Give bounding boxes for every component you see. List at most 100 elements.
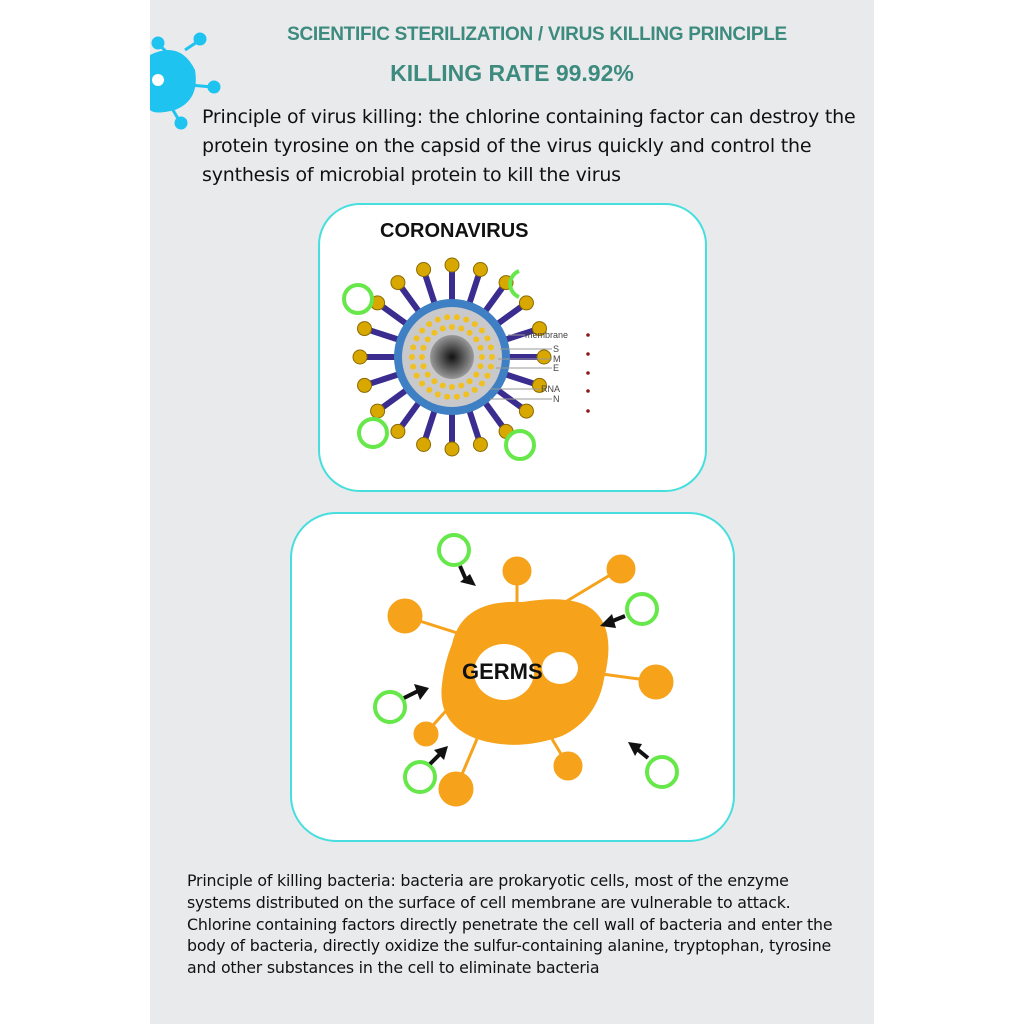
virus-rna-bead — [458, 382, 465, 389]
disinfectant-ring — [403, 760, 437, 794]
label-e: E — [553, 363, 559, 373]
virus-rna-bead — [473, 371, 480, 378]
virus-rna-bead — [453, 314, 460, 321]
virus-rna-bead — [466, 329, 473, 336]
virus-spike-head — [370, 403, 386, 419]
disinfectant-ring — [625, 592, 659, 626]
virus-rna-bead — [478, 380, 485, 387]
virus-logo-icon — [150, 32, 221, 130]
virus-spike — [503, 371, 537, 388]
bacteria-principle-text: Principle of killing bacteria: bacteria … — [187, 871, 833, 978]
germs-diagram: GERMS — [290, 512, 735, 842]
virus-spike — [397, 284, 423, 315]
virus-spike-head — [444, 441, 460, 457]
disinfectant-ring — [342, 283, 374, 315]
virus-rna-bead — [463, 391, 470, 398]
virus-rna-bead — [444, 314, 451, 321]
virus-rna-bead — [424, 371, 431, 378]
virus-spike-head — [536, 349, 552, 365]
germ-flagellum-ball — [606, 554, 636, 584]
virus-spike-head — [444, 257, 460, 273]
virus-spike — [379, 302, 410, 328]
virus-rna-bead — [419, 327, 426, 334]
virus-spike-head — [518, 403, 534, 419]
virus-spike — [481, 399, 507, 430]
disinfectant-ring — [373, 690, 407, 724]
virus-spike-head — [472, 262, 488, 278]
virus-rna-bead — [434, 316, 441, 323]
virus-rna-bead — [487, 363, 494, 370]
coronavirus-title: CORONAVIRUS — [380, 220, 529, 242]
virus-rna-bead — [419, 354, 425, 360]
virus-core — [430, 335, 474, 379]
disinfectant-ring — [437, 533, 471, 567]
label-n: N — [553, 394, 560, 404]
page-title: SCIENTIFIC STERILIZATION / VIRUS KILLING… — [287, 24, 787, 45]
virus-spike-head — [390, 275, 406, 291]
virus-rna-bead — [449, 384, 455, 390]
germs-label: GERMS — [462, 659, 543, 684]
virus-spike — [397, 399, 423, 430]
disinfectant-ring — [504, 429, 536, 461]
virus-spike-head — [352, 349, 368, 365]
virus-rna-bead — [484, 372, 491, 379]
label-m: M — [553, 354, 561, 364]
virus-rna-bead — [449, 324, 455, 330]
virus-spike-head — [357, 377, 373, 393]
virus-spike — [421, 408, 438, 442]
virus-rna-bead — [439, 382, 446, 389]
virus-spike-head — [531, 321, 547, 337]
coronavirus-illustration: CORONAVIRUS membrane S M E RNA N — [342, 220, 590, 461]
virus-spike-head — [472, 436, 488, 452]
label-membrane: membrane — [525, 330, 568, 340]
virus-rna-bead — [409, 354, 415, 360]
virus-spike — [481, 284, 507, 315]
virus-rna-bead — [434, 391, 441, 398]
virus-spike — [367, 371, 401, 388]
disinfectant-ring — [357, 417, 389, 449]
virus-spike-head — [390, 423, 406, 439]
virus-rna-bead — [487, 344, 494, 351]
virus-rna-bead — [471, 386, 478, 393]
virus-spike-head — [416, 436, 432, 452]
virus-rna-bead — [484, 335, 491, 342]
virus-rna-bead — [419, 380, 426, 387]
virus-spike — [466, 408, 483, 442]
germ-flagellum-ball — [438, 771, 474, 807]
virus-spike — [421, 272, 438, 306]
virus-rna-bead — [477, 344, 484, 351]
arrow-icon — [600, 614, 626, 628]
germ-flagellum-ball — [413, 721, 439, 747]
virus-rna-bead — [420, 344, 427, 351]
virus-spike — [379, 386, 410, 412]
virus-rna-bead — [413, 335, 420, 342]
virus-principle-text: Principle of virus killing: the chlorine… — [202, 106, 856, 186]
virus-rna-bead — [458, 325, 465, 332]
virus-rna-bead — [478, 327, 485, 334]
label-rna: RNA — [541, 384, 560, 394]
virus-rna-bead — [410, 363, 417, 370]
virus-spike-head — [518, 295, 534, 311]
label-s: S — [553, 344, 559, 354]
disinfectant-ring — [645, 755, 679, 789]
virus-rna-bead — [466, 378, 473, 385]
virus-rna-bead — [439, 325, 446, 332]
virus-rna-bead — [463, 316, 470, 323]
virus-rna-bead — [413, 372, 420, 379]
virus-spike — [367, 326, 401, 343]
germ-flagellum-ball — [638, 664, 674, 700]
killing-rate-heading: KILLING RATE 99.92% — [390, 60, 634, 86]
germ-flagellum-ball — [387, 598, 423, 634]
virus-rna-bead — [420, 363, 427, 370]
virus-rna-bead — [410, 344, 417, 351]
virus-rna-bead — [473, 336, 480, 343]
virus-spike — [494, 302, 525, 328]
virus-rna-bead — [424, 336, 431, 343]
virus-rna-bead — [453, 393, 460, 400]
virus-rna-bead — [479, 354, 485, 360]
germ-flagellum-ball — [502, 556, 532, 586]
virus-spike — [466, 272, 483, 306]
virus-rna-bead — [431, 378, 438, 385]
virus-rna-bead — [477, 363, 484, 370]
virus-rna-bead — [444, 393, 451, 400]
